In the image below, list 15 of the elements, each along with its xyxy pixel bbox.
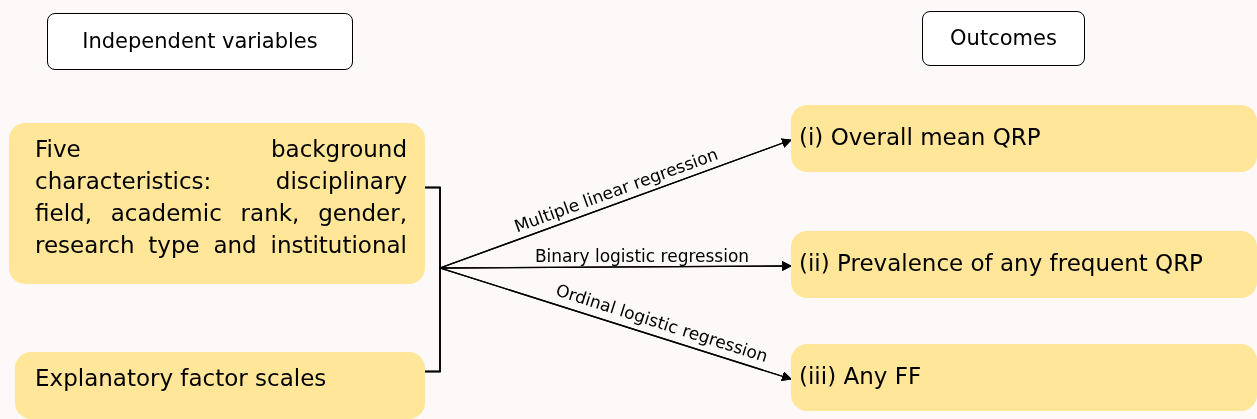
node-text: (ii) Prevalence of any frequent QRP xyxy=(799,249,1203,278)
outcome-box xyxy=(791,231,1257,298)
outcome-box xyxy=(791,344,1257,411)
node-text: (i) Overall mean QRP xyxy=(799,123,1041,152)
node-text: (iii) Any FF xyxy=(799,362,922,391)
variable-box xyxy=(9,123,425,284)
node-text: Independent variables xyxy=(82,27,318,55)
edge-label: Binary logistic regression xyxy=(534,246,750,266)
node-text: Explanatory factor scales xyxy=(35,364,327,393)
heading-box xyxy=(47,13,353,70)
node-text: Outcomes xyxy=(950,24,1057,52)
variable-box xyxy=(15,352,425,419)
heading-box xyxy=(922,11,1085,66)
outcome-box xyxy=(791,105,1257,172)
node-text: Five background characteristics: disciplinary field, academic rank, gender, research type and institutional xyxy=(35,135,407,260)
